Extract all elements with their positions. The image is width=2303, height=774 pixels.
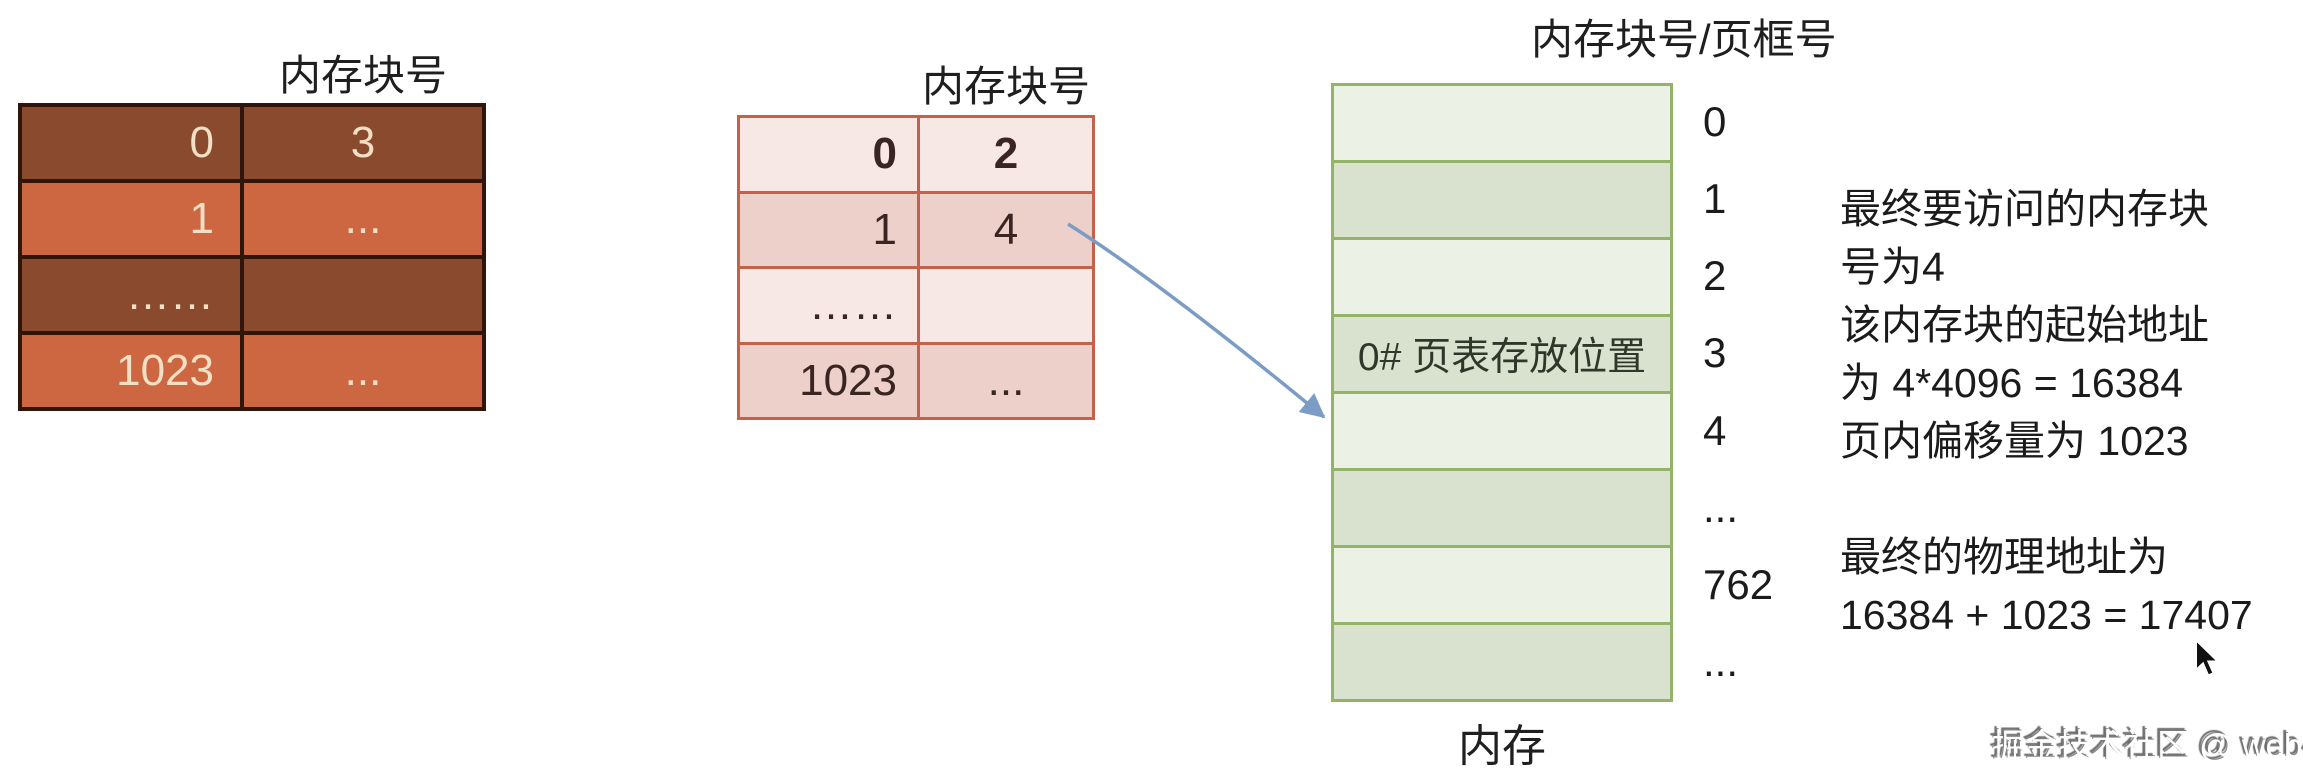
frame-number-label: ... — [1703, 484, 1739, 531]
table-cell: 4 — [920, 193, 1092, 266]
middle-table-header: 内存块号 — [921, 63, 1090, 110]
frame-number-label: 2 — [1703, 252, 1727, 299]
frame-number-label: 4 — [1703, 407, 1727, 454]
notes-text: 最终要访问的内存块 号为4 该内存块的起始地址 为 4*4096 = 16384… — [1840, 180, 2303, 644]
frame-number-label: 762 — [1703, 561, 1774, 608]
note-line: 最终的物理地址为 — [1840, 534, 2168, 580]
memory-table: 0# 页表存放位置 — [1331, 83, 1673, 702]
table-cell — [244, 259, 482, 331]
table-cell: 1023 — [740, 344, 917, 417]
watermark: 掘金技术社区 @ web小张 — [1992, 727, 2303, 764]
frame-number-label: 1 — [1703, 175, 1727, 222]
table-cell: 1023 — [22, 335, 240, 407]
note-line: 号为4 — [1840, 244, 1945, 290]
table-cell: 0 — [740, 118, 917, 191]
memory-row — [1334, 625, 1670, 699]
table-cell: 2 — [920, 118, 1092, 191]
note-line: 为 4*4096 = 16384 — [1840, 360, 2184, 406]
table-cell: 1 — [740, 193, 917, 266]
table-cell: …… — [740, 269, 917, 342]
memory-row — [1334, 548, 1670, 625]
table-cell: …… — [22, 259, 240, 331]
memory-row — [1334, 471, 1670, 548]
note-line: 16384 + 1023 = 17407 — [1840, 592, 2253, 638]
table-cell: ... — [244, 335, 482, 407]
mouse-cursor-icon — [2195, 638, 2221, 677]
note-line: 页内偏移量为 1023 — [1840, 418, 2189, 464]
table-cell: ... — [244, 183, 482, 255]
memory-table-header: 内存块号/页框号 — [1531, 16, 1837, 63]
table-cell: 3 — [244, 107, 482, 179]
table-cell: 0 — [22, 107, 240, 179]
page-table-middle: 0 2 1 4 …… 1023 ... — [737, 115, 1095, 420]
memory-label: 内存 — [1458, 722, 1546, 771]
memory-row-page-table-location: 0# 页表存放位置 — [1334, 317, 1670, 394]
page-table-left: 0 3 1 ... …… 1023 ... — [18, 103, 486, 411]
table-cell — [920, 269, 1092, 342]
memory-row — [1334, 86, 1670, 163]
frame-number-label: ... — [1703, 638, 1739, 685]
memory-row — [1334, 163, 1670, 240]
note-line: 该内存块的起始地址 — [1840, 302, 2209, 348]
left-table-header: 内存块号 — [278, 52, 447, 99]
note-line-spacer — [1840, 470, 2303, 528]
table-cell: ... — [920, 344, 1092, 417]
memory-row — [1334, 394, 1670, 471]
note-line: 最终要访问的内存块 — [1840, 186, 2209, 232]
frame-number-label: 0 — [1703, 98, 1727, 145]
frame-number-label: 3 — [1703, 329, 1727, 376]
memory-row — [1334, 240, 1670, 317]
table-cell: 1 — [22, 183, 240, 255]
